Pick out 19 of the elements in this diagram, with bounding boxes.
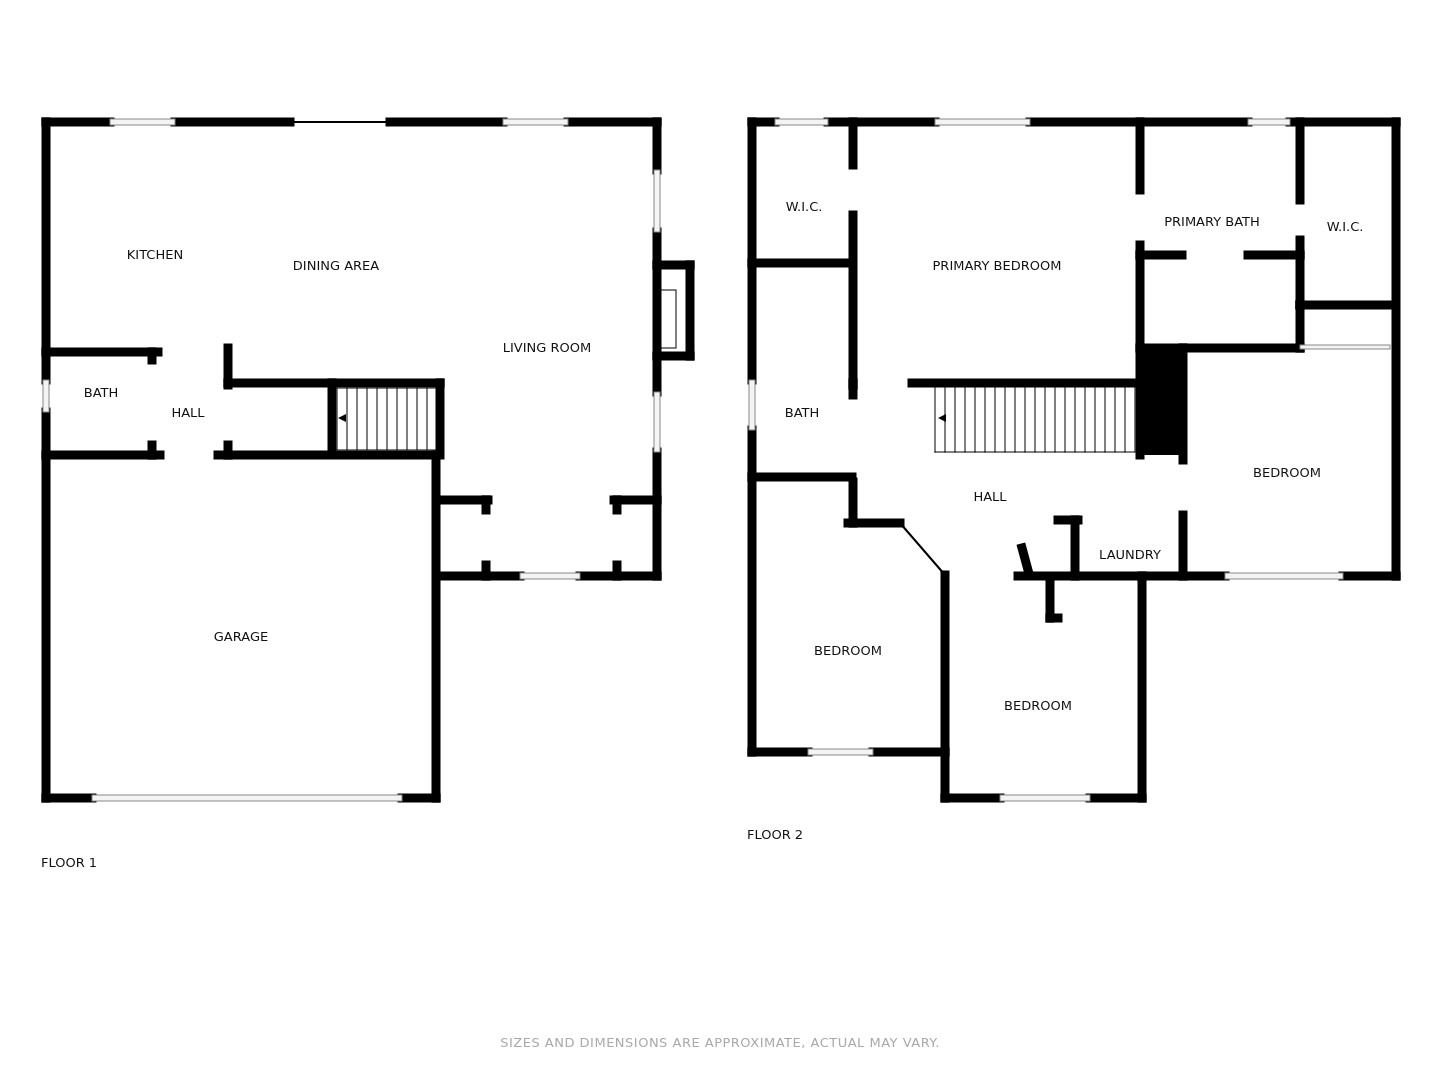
room-label: HALL — [171, 404, 205, 420]
floor-label: FLOOR 2 — [746, 826, 804, 842]
room-label: BATH — [83, 384, 119, 400]
room-label: BATH — [784, 404, 820, 420]
room-label: KITCHEN — [126, 246, 184, 262]
floor-label: FLOOR 1 — [40, 854, 98, 870]
room-label: PRIMARY BATH — [1164, 213, 1260, 229]
room-label: LIVING ROOM — [502, 339, 592, 355]
room-label: BEDROOM — [814, 642, 882, 658]
room-label: DINING AREA — [292, 257, 380, 273]
room-label: W.I.C. — [785, 198, 823, 214]
room-label: PRIMARY BEDROOM — [932, 257, 1062, 273]
room-label: BEDROOM — [1004, 697, 1072, 713]
room-label: GARAGE — [213, 628, 269, 644]
room-label: W.I.C. — [1326, 218, 1364, 234]
disclaimer-note: SIZES AND DIMENSIONS ARE APPROXIMATE, ACTUAL MAY VARY. — [499, 1035, 941, 1050]
room-label: HALL — [973, 488, 1007, 504]
room-label: BEDROOM — [1253, 464, 1321, 480]
room-label: LAUNDRY — [1099, 546, 1161, 562]
